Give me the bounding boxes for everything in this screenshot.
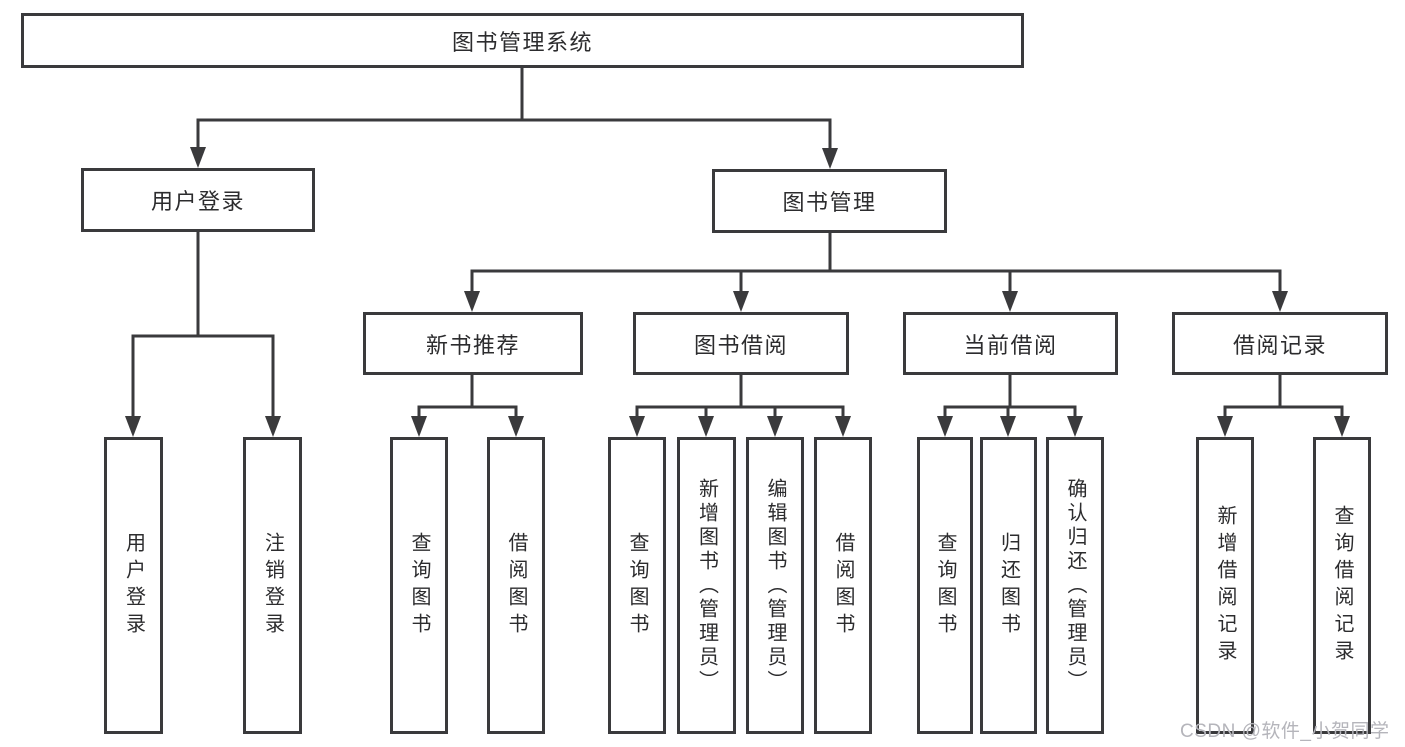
leaf-borrow-add-books-admin: 新增图书（管理员）: [677, 437, 736, 734]
connector-root-to-level2: [190, 66, 838, 169]
connector-borrow-to-leaves: [629, 373, 851, 437]
node-root-library-system: 图书管理系统: [21, 13, 1024, 68]
leaf-borrow-query-books: 查询图书: [608, 437, 666, 734]
leaf-newrec-query-books: 查询图书: [390, 437, 448, 734]
node-book-management: 图书管理: [712, 169, 947, 233]
leaf-logout: 注销登录: [243, 437, 302, 734]
leaf-user-login: 用户登录: [104, 437, 163, 734]
node-current-borrow: 当前借阅: [903, 312, 1118, 375]
leaf-records-query-record: 查询借阅记录: [1313, 437, 1371, 734]
leaf-current-query-books: 查询图书: [917, 437, 973, 734]
node-user-login: 用户登录: [81, 168, 315, 232]
leaf-current-return-books: 归还图书: [980, 437, 1037, 734]
connector-user-login-to-leaves: [125, 230, 281, 437]
leaf-newrec-borrow-books: 借阅图书: [487, 437, 545, 734]
leaf-borrow-borrow-books: 借阅图书: [814, 437, 872, 734]
leaf-current-confirm-return-admin: 确认归还（管理员）: [1046, 437, 1104, 734]
csdn-watermark: CSDN @软件_小贺同学: [1180, 721, 1390, 742]
connector-book-mgmt-to-level3: [464, 231, 1288, 312]
leaf-borrow-edit-books-admin: 编辑图书（管理员）: [746, 437, 804, 734]
node-book-borrow: 图书借阅: [633, 312, 849, 375]
connector-records-to-leaves: [1217, 373, 1350, 437]
node-borrow-records: 借阅记录: [1172, 312, 1388, 375]
connector-current-to-leaves: [937, 373, 1083, 437]
connector-new-rec-to-leaves: [411, 373, 524, 437]
leaf-records-add-record: 新增借阅记录: [1196, 437, 1254, 734]
node-new-book-recommend: 新书推荐: [363, 312, 583, 375]
